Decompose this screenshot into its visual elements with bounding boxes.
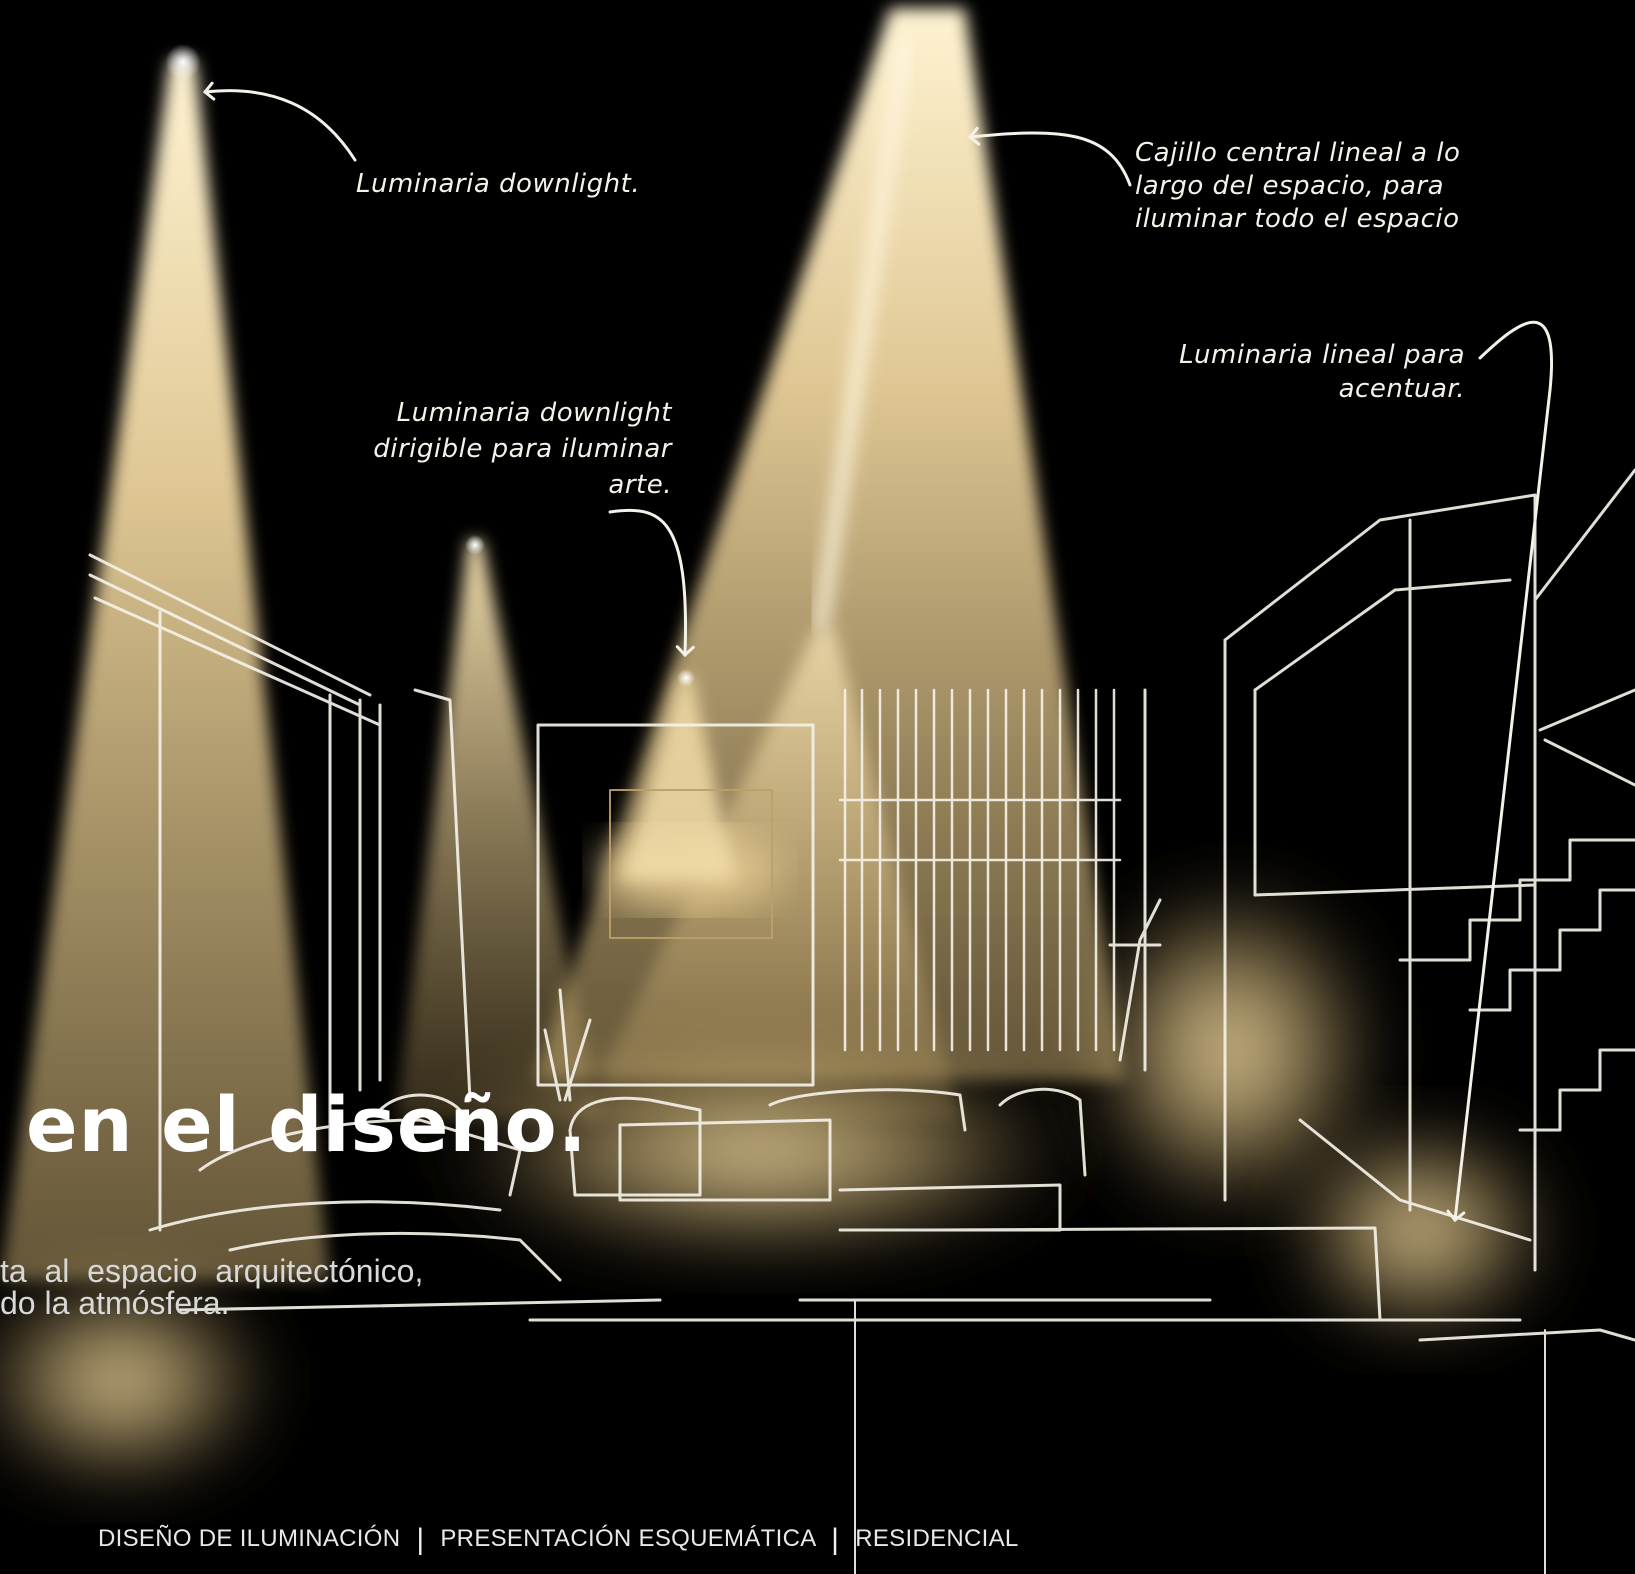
light-beams — [0, 8, 1125, 1280]
annotation-cajillo: Cajillo central lineal a lo largo del es… — [1135, 138, 1461, 234]
arrow-cajillo — [967, 126, 1132, 187]
annotation-downlight: Luminaria downlight. — [356, 169, 641, 199]
cajillo-secondary-beam — [580, 630, 960, 1120]
room-sketch-lines — [88, 468, 1635, 1574]
footer-segment-phase: PRESENTACIÓN ESQUEMÁTICA — [440, 1525, 816, 1552]
arrow-downlight — [202, 81, 357, 162]
footer-breadcrumb: DISEÑO DE ILUMINACIÓN | PRESENTACIÓN ESQ… — [98, 1523, 1019, 1557]
footer-segment-type: RESIDENCIAL — [855, 1525, 1019, 1552]
annotation-arrows — [202, 81, 1553, 1223]
downlight-beam-left — [0, 60, 330, 1280]
footer-segment-project: DISEÑO DE ILUMINACIÓN — [98, 1525, 401, 1552]
headline: en el diseño. — [26, 1080, 588, 1169]
footer-separator: | — [416, 1523, 425, 1556]
arrow-dirigible — [608, 508, 695, 658]
footer-separator: | — [831, 1523, 840, 1556]
body-paragraph: ta al espacio arquitectónico, do la atmó… — [0, 1253, 424, 1321]
arrow-lineal — [1446, 320, 1553, 1223]
annotation-lineal: Luminaria lineal para acentuar. — [1179, 340, 1465, 404]
downlight-beam-small — [395, 540, 600, 1120]
art-spot-beam — [620, 675, 735, 880]
annotation-dirigible: Luminaria downlight dirigible para ilumi… — [373, 398, 672, 500]
